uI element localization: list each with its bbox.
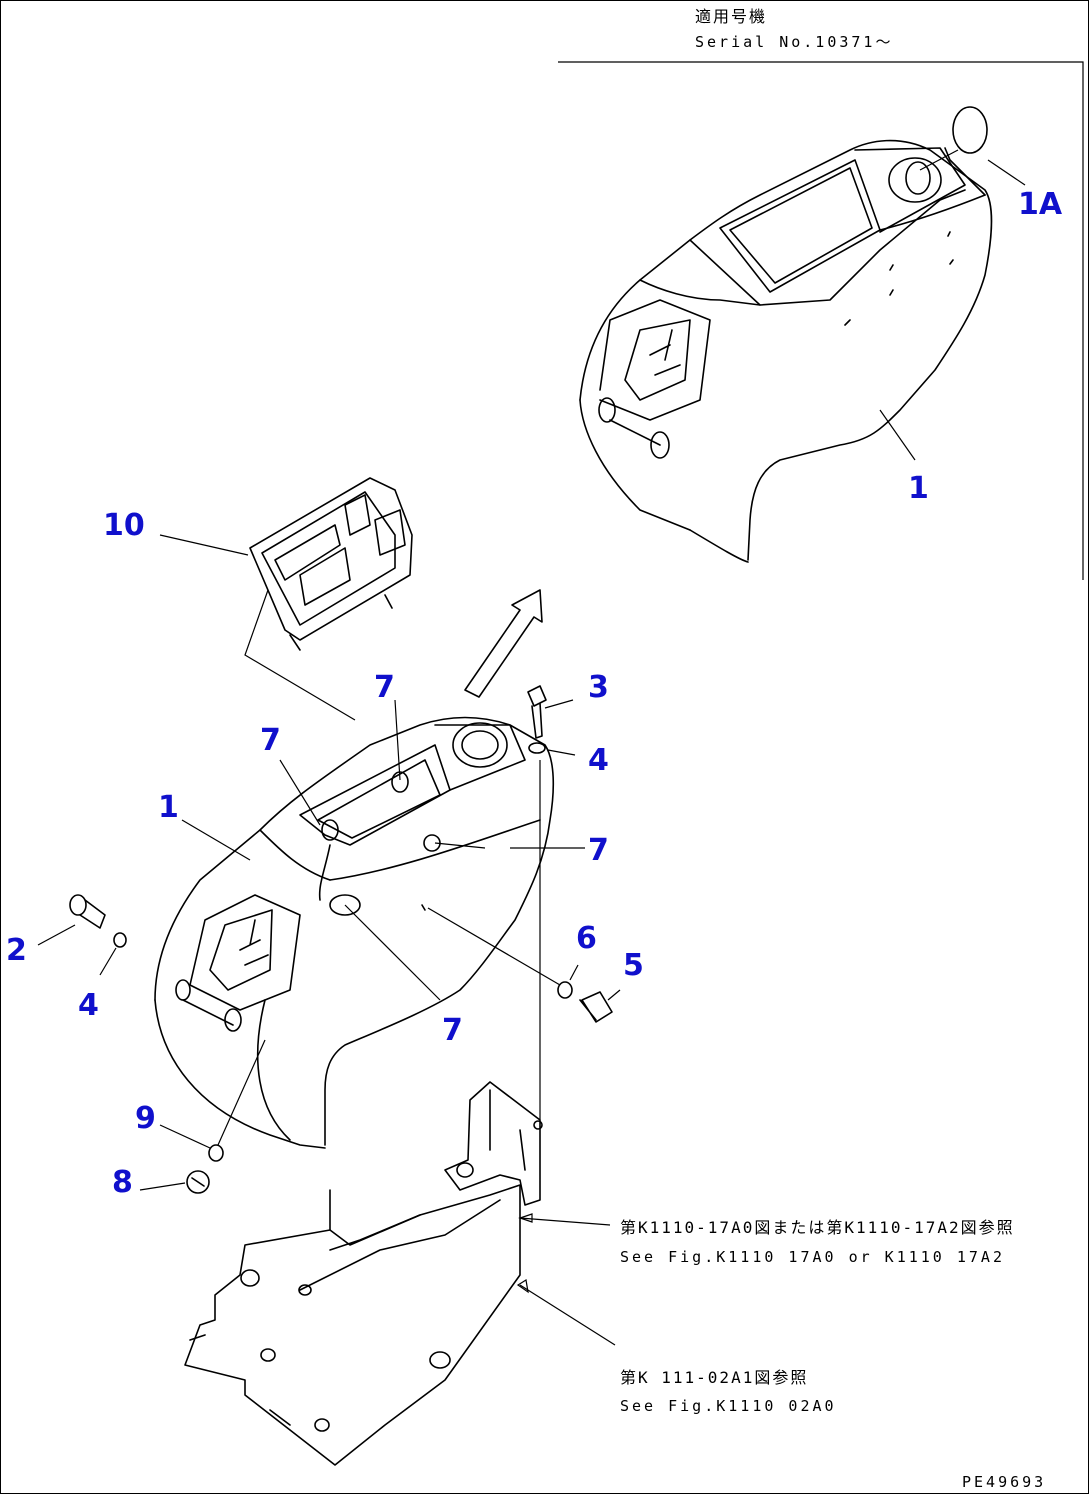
cover-upper-illustration (579, 106, 1026, 563)
callout-3: 3 (588, 670, 609, 705)
callout-6: 6 (576, 921, 597, 956)
drawing-code: PE49693 (962, 1473, 1046, 1491)
callout-1-middle: 1 (158, 790, 179, 825)
callout-5: 5 (623, 948, 644, 983)
callout-10: 10 (103, 508, 145, 543)
applicability-title: 適用号機 (695, 7, 767, 26)
reference-1-jp: 第K1110-17A0図または第K1110-17A2図参照 (620, 1218, 1015, 1237)
hardware-parts (69, 685, 613, 1194)
support-frame (184, 1184, 521, 1466)
cover-main-illustration (154, 716, 555, 1149)
mounting-bracket (444, 1081, 543, 1206)
callout-4-left: 4 (78, 988, 99, 1023)
reference-2-en: See Fig.K1110 02A0 (620, 1397, 837, 1415)
callout-7-top: 7 (374, 670, 395, 705)
callout-7-bottom: 7 (442, 1013, 463, 1048)
monitor-panel-illustration (159, 477, 413, 721)
leader-lines (37, 699, 621, 1346)
callout-2: 2 (6, 933, 27, 968)
callout-9: 9 (135, 1101, 156, 1136)
callout-7-right: 7 (588, 833, 609, 868)
callout-1a: 1A (1018, 187, 1063, 222)
reference-2-jp: 第K 111-02A1図参照 (620, 1368, 808, 1387)
applicability-box: 適用号機 Serial No.10371～ (558, 7, 1084, 580)
callout-8: 8 (112, 1165, 133, 1200)
reference-1-en: See Fig.K1110 17A0 or K1110 17A2 (620, 1248, 1005, 1266)
callout-1-upper: 1 (908, 471, 929, 506)
direction-arrow (464, 589, 543, 698)
callout-7-left: 7 (260, 723, 281, 758)
serial-number: Serial No.10371～ (695, 33, 893, 51)
callout-4-right: 4 (588, 743, 609, 778)
